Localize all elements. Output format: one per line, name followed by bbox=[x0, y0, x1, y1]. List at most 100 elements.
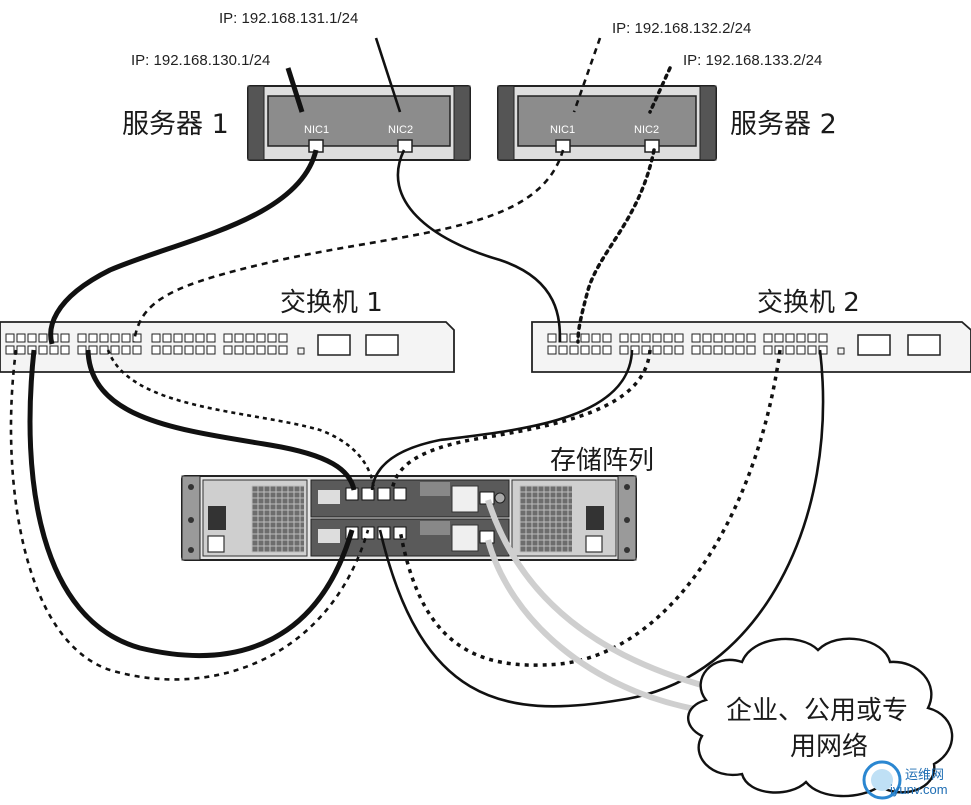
switch-port bbox=[256, 333, 266, 343]
cable-sw1-ctrl1-b bbox=[9, 349, 370, 681]
controller-module-1 bbox=[310, 518, 510, 557]
switch-port bbox=[206, 333, 216, 343]
server1-nic1-label: NIC1 bbox=[304, 124, 329, 136]
ip-label-server1-nic2: IP: 192.168.131.1/24 bbox=[219, 10, 359, 27]
switch-port bbox=[99, 333, 109, 343]
switch-port bbox=[162, 345, 172, 355]
switch-port bbox=[77, 333, 87, 343]
switch-port bbox=[278, 345, 288, 355]
switch-port bbox=[580, 345, 590, 355]
switch-port bbox=[88, 333, 98, 343]
switch-port bbox=[702, 345, 712, 355]
switch-port bbox=[569, 345, 579, 355]
switch-port bbox=[674, 345, 684, 355]
cable-sw1-ctrl1-a bbox=[27, 349, 355, 658]
switch-1 bbox=[0, 321, 455, 373]
switch-port bbox=[245, 345, 255, 355]
cable-sw2-ctrl1-b bbox=[398, 349, 782, 667]
cable-s1nic2-ip-stub bbox=[374, 37, 402, 113]
watermark-cn: 运维网 bbox=[905, 767, 945, 782]
cable-s2nic2-ip-stub bbox=[648, 66, 672, 114]
switch-port bbox=[5, 345, 15, 355]
ip-label-server1-nic1: IP: 192.168.130.1/24 bbox=[131, 52, 271, 69]
switch-port bbox=[234, 345, 244, 355]
switch-port bbox=[234, 333, 244, 343]
switch-port bbox=[580, 333, 590, 343]
switch-port bbox=[785, 333, 795, 343]
controller1-iscsi-ports bbox=[345, 526, 407, 540]
switch-port bbox=[267, 345, 277, 355]
switch-port bbox=[713, 333, 723, 343]
switch-port bbox=[619, 333, 629, 343]
switch-port bbox=[746, 345, 756, 355]
switch-port bbox=[110, 333, 120, 343]
ip-label-server2-nic1: IP: 192.168.132.2/24 bbox=[612, 20, 752, 37]
switch-port bbox=[602, 333, 612, 343]
switch-port bbox=[702, 333, 712, 343]
switch-port bbox=[735, 345, 745, 355]
cable-sw2-ctrl0-b bbox=[390, 349, 652, 491]
cable-s2nic1-sw1 bbox=[132, 149, 565, 343]
switch-port bbox=[49, 345, 59, 355]
switch-port bbox=[619, 345, 629, 355]
switch-port bbox=[785, 345, 795, 355]
switch-port bbox=[173, 333, 183, 343]
switch1-uplink-1 bbox=[317, 334, 351, 356]
cable-s2nic1-ip-stub bbox=[572, 37, 602, 113]
switch-port bbox=[16, 333, 26, 343]
switch-port bbox=[99, 345, 109, 355]
switch-port bbox=[807, 333, 817, 343]
switch-port bbox=[724, 345, 734, 355]
switch-port bbox=[724, 333, 734, 343]
cable-mgmt-ctrl0-cloud bbox=[485, 499, 721, 693]
switch-port bbox=[796, 333, 806, 343]
switch-port bbox=[223, 333, 233, 343]
switch-port bbox=[691, 345, 701, 355]
switch-port bbox=[591, 333, 601, 343]
server1-nic2-label: NIC2 bbox=[388, 124, 413, 136]
psu-left-fan bbox=[252, 486, 304, 552]
controller0-iscsi-ports bbox=[345, 487, 407, 501]
server-2: NIC1 NIC2 bbox=[497, 85, 717, 161]
cable-s1nic1-ip-stub bbox=[285, 67, 305, 113]
watermark-logo bbox=[862, 760, 902, 800]
server2-nic1-label: NIC1 bbox=[550, 124, 575, 136]
cable-mgmt-ctrl1-cloud bbox=[485, 539, 701, 713]
psu-right-switch bbox=[585, 535, 603, 553]
switch2-port-bank bbox=[547, 333, 828, 355]
switch-port bbox=[663, 345, 673, 355]
switch-port bbox=[195, 333, 205, 343]
cable-s2nic2-sw2 bbox=[576, 148, 656, 344]
psu-right-fan bbox=[520, 486, 572, 552]
switch-port bbox=[796, 345, 806, 355]
switch1-uplink-2 bbox=[365, 334, 399, 356]
switch-port bbox=[206, 345, 216, 355]
switch-port bbox=[223, 345, 233, 355]
switch-port bbox=[77, 345, 87, 355]
cable-sw1-ctrl0-b bbox=[106, 349, 376, 491]
switch-port bbox=[38, 333, 48, 343]
switch1-label: 交换机 1 bbox=[280, 288, 383, 318]
switch-port bbox=[652, 345, 662, 355]
psu-left-power-inlet bbox=[208, 506, 226, 530]
switch-port bbox=[245, 333, 255, 343]
switch-port bbox=[173, 345, 183, 355]
switch-port bbox=[691, 333, 701, 343]
switch-port bbox=[132, 345, 142, 355]
switch-port bbox=[774, 333, 784, 343]
psu-right-power-inlet bbox=[586, 506, 604, 530]
switch2-uplink-2 bbox=[907, 334, 941, 356]
switch-port bbox=[807, 345, 817, 355]
cable-s1nic1-sw1 bbox=[48, 149, 319, 345]
ip-label-server2-nic2: IP: 192.168.133.2/24 bbox=[683, 52, 823, 69]
switch-port bbox=[195, 345, 205, 355]
switch-port bbox=[110, 345, 120, 355]
switch-port bbox=[278, 333, 288, 343]
switch-port bbox=[746, 333, 756, 343]
switch-port bbox=[151, 333, 161, 343]
server-1: NIC1 NIC2 bbox=[247, 85, 471, 161]
psu-left-switch bbox=[207, 535, 225, 553]
switch-port bbox=[641, 333, 651, 343]
switch-port bbox=[121, 333, 131, 343]
